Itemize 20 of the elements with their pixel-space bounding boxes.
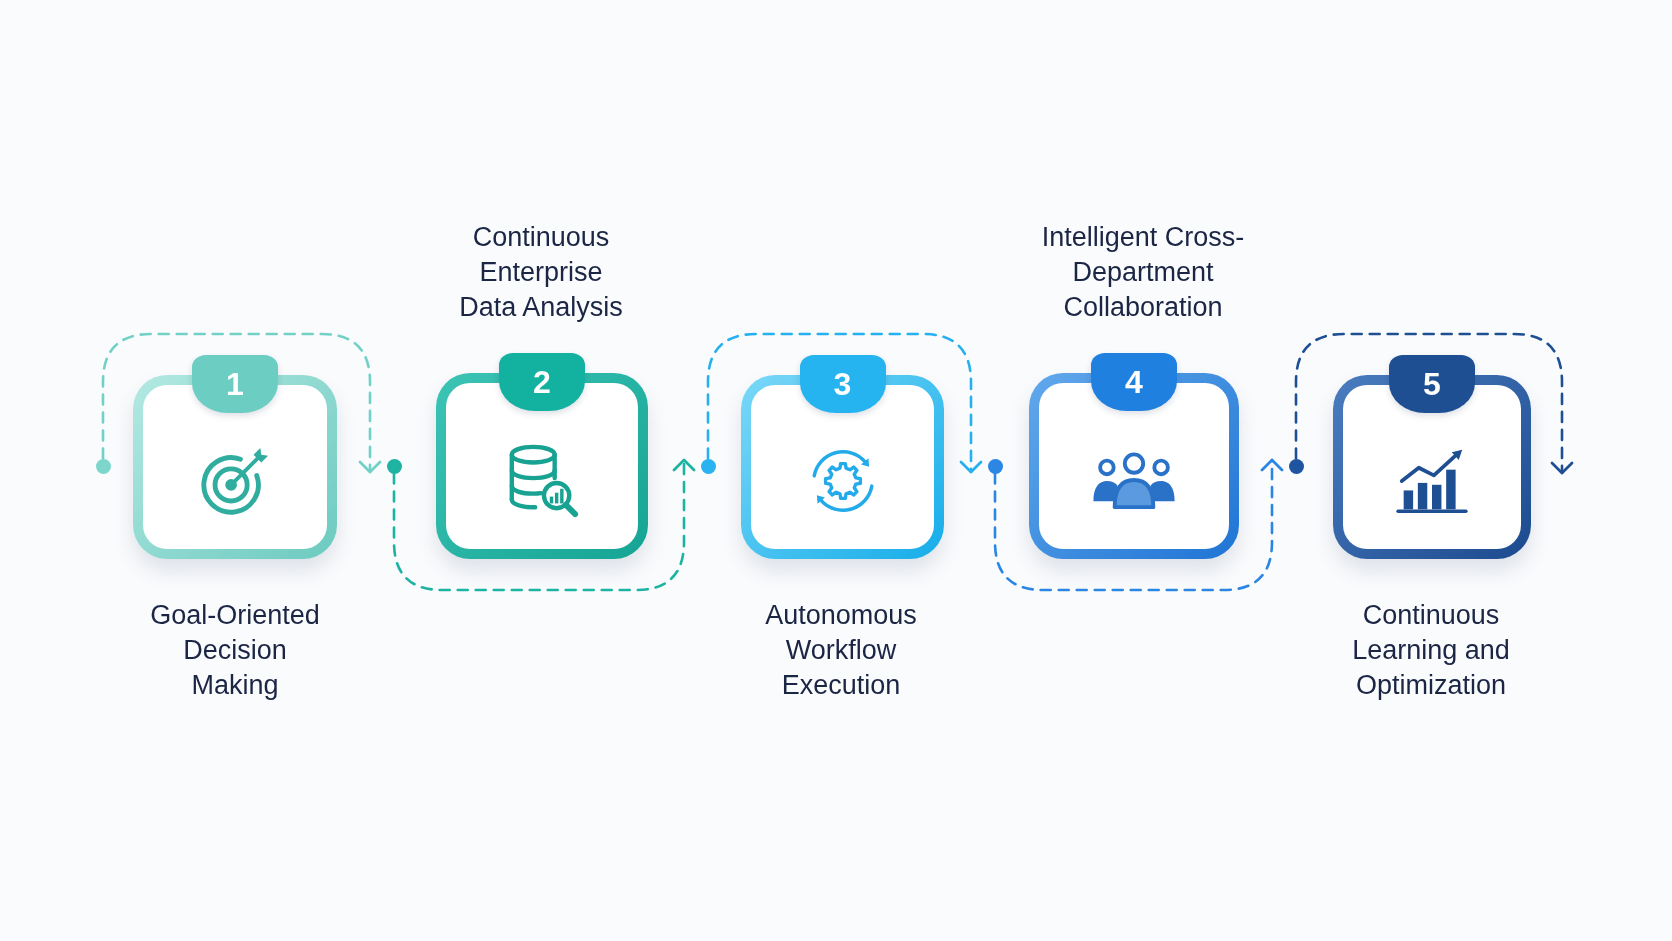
number-tab: 4	[1091, 353, 1177, 411]
step-title: Goal-Oriented Decision Making	[149, 599, 321, 702]
step-title: Continuous Learning and Optimization	[1351, 599, 1511, 702]
dashed-connector	[101, 332, 382, 474]
step-title: Continuous Enterprise Data Analysis	[458, 221, 624, 324]
dashed-connector	[1294, 332, 1574, 475]
number-tab: 5	[1389, 355, 1475, 413]
number-tab: 1	[192, 355, 278, 413]
dashed-connector	[706, 332, 983, 474]
number-tab: 2	[499, 353, 585, 411]
connector-dot	[386, 458, 402, 474]
number-tab: 3	[799, 355, 886, 413]
step-title: Intelligent Cross-Department Collaboration	[1040, 221, 1246, 324]
dashed-connector	[993, 458, 1284, 592]
connector-dot	[95, 458, 111, 474]
connector-dot	[700, 458, 716, 474]
connector-dot	[1288, 458, 1304, 474]
connector-dot	[987, 458, 1003, 474]
dashed-connector	[392, 458, 696, 592]
step-title: Autonomous Workflow Execution	[764, 599, 918, 702]
